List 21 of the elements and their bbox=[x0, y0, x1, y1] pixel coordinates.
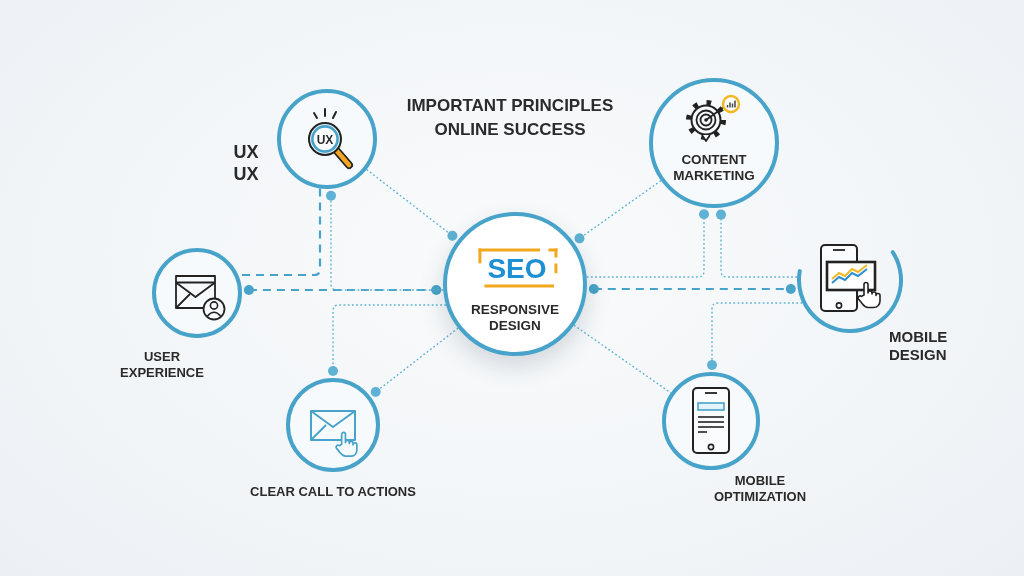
node-label: CLEAR CALL TO ACTIONS bbox=[249, 484, 417, 500]
node-label: CONTENT MARKETING bbox=[672, 151, 756, 185]
title: IMPORTANT PRINCIPLES ONLINE SUCCESS bbox=[405, 95, 615, 141]
dotted-connector bbox=[370, 327, 459, 397]
dotted-connector bbox=[365, 168, 458, 241]
dotted-connector bbox=[586, 209, 709, 278]
side-label: UX UX bbox=[232, 142, 260, 186]
dotted-connector bbox=[716, 209, 798, 278]
dotted-connector bbox=[573, 324, 672, 394]
dashed-connector bbox=[588, 284, 796, 294]
dotted-connector bbox=[328, 304, 447, 376]
dashed-connector bbox=[243, 285, 442, 295]
node-label: MOBILE OPTIMIZATION bbox=[712, 473, 808, 505]
dotted-connector bbox=[326, 190, 444, 291]
node-label: USER EXPERIENCE bbox=[119, 349, 205, 381]
node-label: MOBILE DESIGN bbox=[889, 327, 949, 365]
dotted-connector bbox=[574, 179, 662, 244]
node-label: RESPONSIVE DESIGN bbox=[470, 301, 560, 335]
icon-label: UX bbox=[316, 133, 334, 146]
dotted-connector bbox=[707, 302, 803, 370]
framed-heading: SEO bbox=[478, 248, 558, 288]
